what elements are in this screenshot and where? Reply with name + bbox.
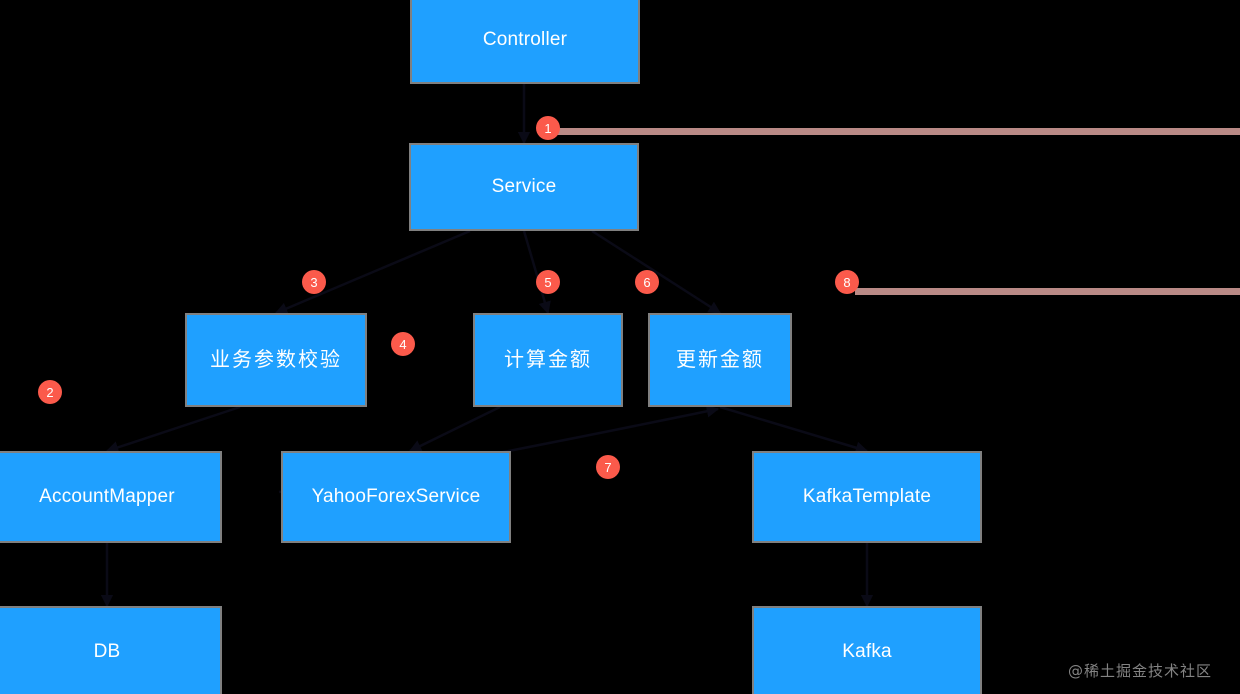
badge-label: 4 — [399, 336, 407, 352]
badge-label: 7 — [604, 459, 612, 475]
node-label: Controller — [482, 28, 568, 50]
edge-calc-to-yahoo — [408, 405, 501, 453]
badge-label: 5 — [544, 274, 552, 290]
node-service[interactable]: Service — [409, 143, 639, 231]
node-label: KafkaTemplate — [802, 485, 932, 507]
step-badge-1[interactable]: 1 — [536, 116, 560, 140]
node-validate[interactable]: 业务参数校验 — [185, 313, 367, 407]
node-kafka[interactable]: Kafka — [752, 606, 982, 694]
watermark: @稀土掘金技术社区 — [1068, 662, 1213, 680]
badge-label: 6 — [643, 274, 651, 290]
badge-label: 8 — [843, 274, 851, 290]
node-label: 更新金额 — [676, 349, 764, 371]
badge-label: 3 — [310, 274, 318, 290]
badge-label: 1 — [544, 120, 552, 136]
node-label: AccountMapper — [39, 485, 175, 507]
step-badge-7[interactable]: 7 — [596, 455, 620, 479]
node-label: YahooForexService — [311, 485, 481, 507]
node-label: Service — [491, 175, 557, 197]
node-update-amount[interactable]: 更新金额 — [648, 313, 792, 407]
badge-label: 2 — [46, 384, 54, 400]
step-badge-2[interactable]: 2 — [38, 380, 62, 404]
step-badge-6[interactable]: 6 — [635, 270, 659, 294]
node-label: DB — [93, 640, 121, 662]
node-label: 业务参数校验 — [210, 349, 342, 371]
rail-rail-1 — [556, 128, 1240, 135]
node-label: 计算金额 — [504, 349, 592, 371]
edge-validate-to-account-mapper — [105, 405, 241, 454]
edge-update-to-kafka-template — [719, 405, 869, 454]
rail-rail-8 — [855, 288, 1240, 295]
node-calc-amount[interactable]: 计算金额 — [473, 313, 623, 407]
node-account-mapper[interactable]: AccountMapper — [0, 451, 222, 543]
node-yahoo-forex-service[interactable]: YahooForexService — [281, 451, 511, 543]
node-controller[interactable]: Controller — [410, 0, 640, 84]
node-kafka-template[interactable]: KafkaTemplate — [752, 451, 982, 543]
step-badge-5[interactable]: 5 — [536, 270, 560, 294]
node-label: Kafka — [842, 640, 892, 662]
node-db[interactable]: DB — [0, 606, 222, 694]
edge-service-to-update — [591, 229, 722, 315]
step-badge-3[interactable]: 3 — [302, 270, 326, 294]
step-badge-4[interactable]: 4 — [391, 332, 415, 356]
step-badge-8[interactable]: 8 — [835, 270, 859, 294]
